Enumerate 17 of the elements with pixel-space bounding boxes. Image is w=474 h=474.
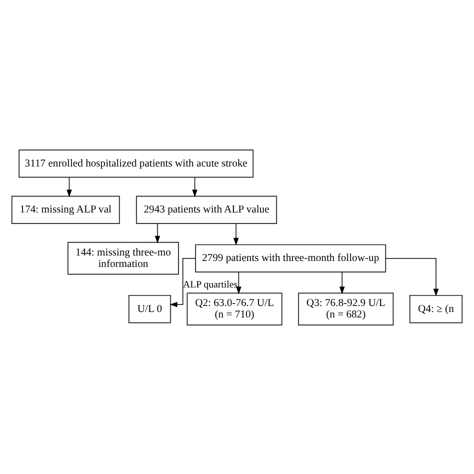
arrow <box>385 257 439 296</box>
node-box: Q3: 76.8-92.9 U/L (n = 682) <box>298 292 394 325</box>
node-box: 174: missing ALP val <box>11 195 120 224</box>
arrow <box>66 176 72 197</box>
arrow <box>233 222 239 245</box>
arrow <box>236 271 242 294</box>
arrow <box>154 222 160 243</box>
node-box: U/L 0 <box>128 294 172 323</box>
arrow <box>339 271 345 294</box>
edge-label: ALP quartiles <box>183 278 238 290</box>
node-box: 3117 enrolled hospitalized patients with acute stroke <box>18 149 254 178</box>
node-box: Q2: 63.0-76.7 U/L (n = 710) <box>186 292 282 325</box>
node-box: 144: missing three-mo information <box>67 241 179 274</box>
node-box: Q4: ≥ (n <box>409 294 463 323</box>
node-box: 2943 patients with ALP value <box>136 195 278 224</box>
arrow <box>192 176 198 197</box>
node-box: 2799 patients with three-month follow-up <box>195 244 386 272</box>
